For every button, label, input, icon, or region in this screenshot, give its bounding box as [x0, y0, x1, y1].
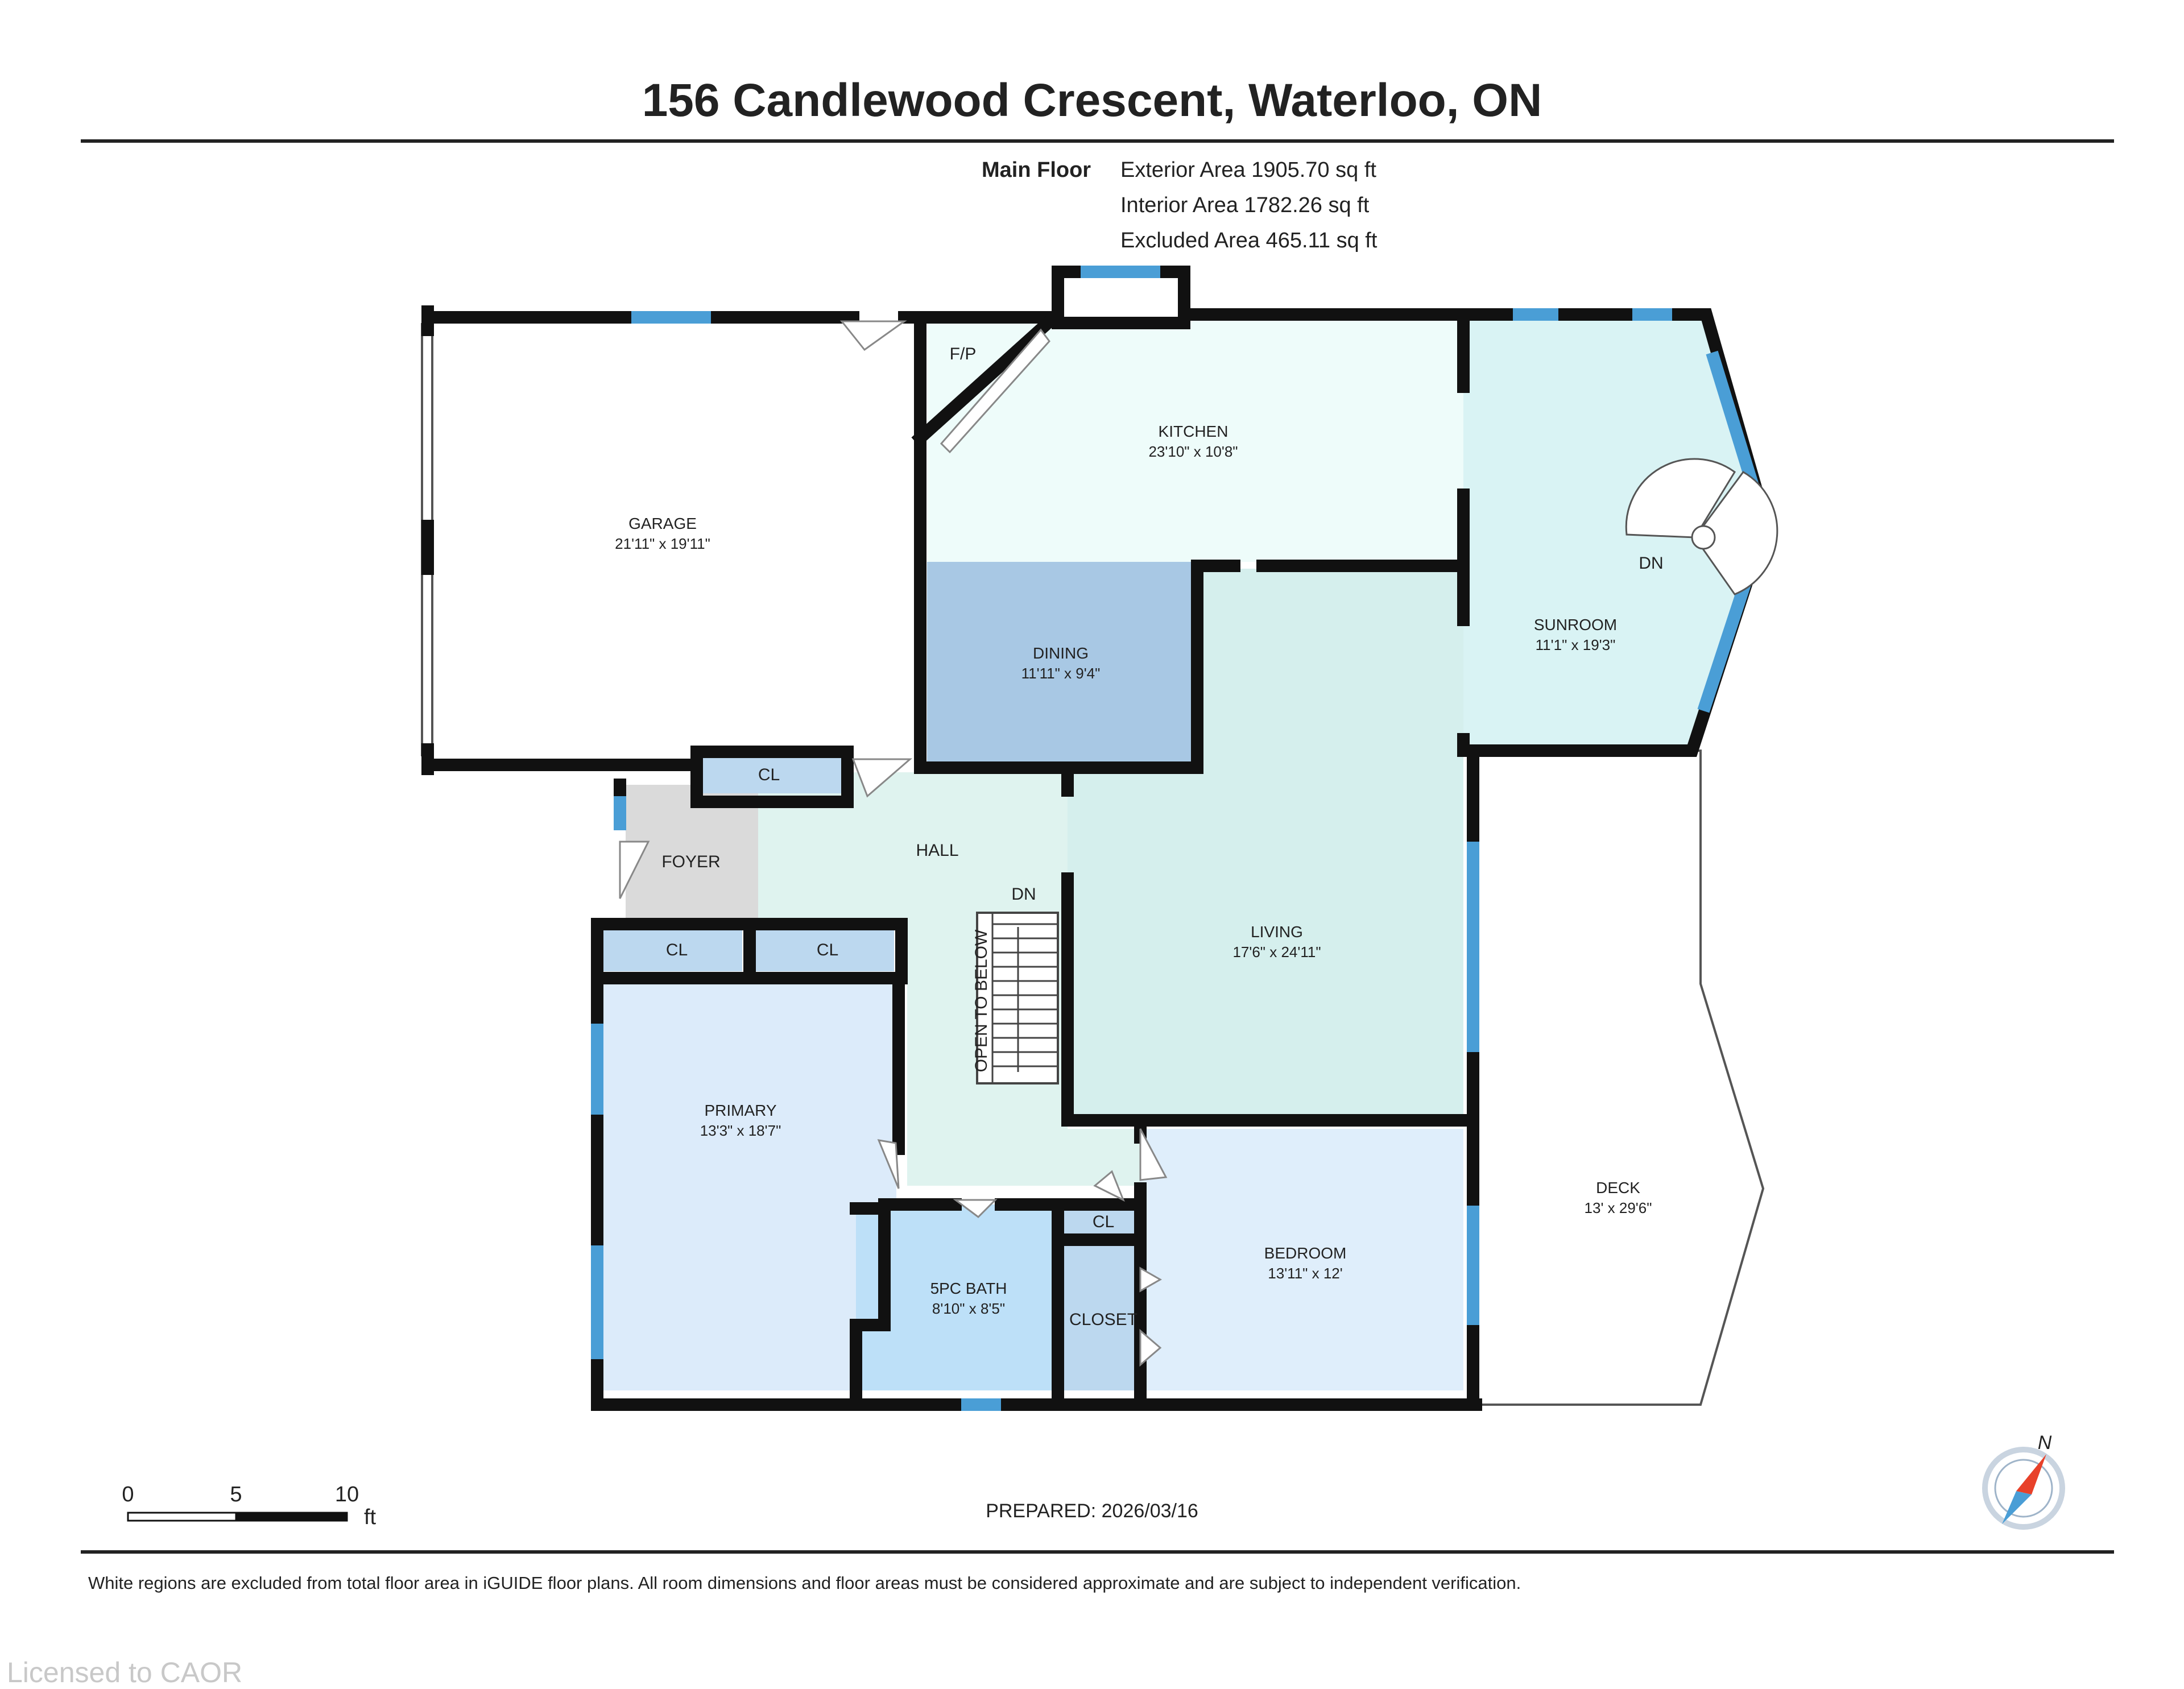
primary-door-swing	[877, 1139, 900, 1189]
bedroom-fill	[1140, 1129, 1463, 1390]
bath-door-swing	[953, 1199, 998, 1218]
cl-door-swing	[1093, 1170, 1125, 1202]
bedroom-dims: 13'11" x 12'	[1268, 1265, 1342, 1282]
closet-fill	[1062, 1237, 1136, 1390]
stair-treads	[991, 913, 1058, 1083]
kitchen-label: KITCHEN	[1159, 423, 1228, 440]
scale-seg-3	[289, 1512, 348, 1522]
deck-dims: 13' x 29'6"	[1585, 1199, 1652, 1216]
spiral-stair-lower	[1694, 471, 1778, 595]
bedroom-label: BEDROOM	[1264, 1244, 1347, 1262]
bay-frame	[1052, 266, 1190, 329]
compass-north-label: N	[2038, 1432, 2052, 1454]
spiral-stair	[1625, 458, 1778, 595]
closet-label: CLOSET	[1069, 1310, 1138, 1329]
garage-label: GARAGE	[628, 515, 697, 532]
hall-label: HALL	[916, 841, 958, 860]
garage-door-swing	[839, 320, 907, 351]
scale-unit: ft	[364, 1505, 377, 1529]
title-rule	[81, 139, 2114, 143]
dining-label: DINING	[1033, 644, 1089, 662]
watermark: Licensed to CAOR	[7, 1657, 243, 1688]
foyer-door-swing	[619, 841, 650, 899]
room-labels: GARAGE 21'11" x 19'11" KITCHEN 23'10" x …	[615, 345, 1664, 1329]
hall-dn-label: DN	[1011, 885, 1036, 904]
closet-wall	[1052, 1198, 1147, 1246]
fireplace-wall	[911, 315, 1056, 447]
dining-wall	[914, 560, 1203, 774]
primary-fill	[602, 977, 896, 1390]
compass-needle-north	[2016, 1454, 2046, 1495]
exterior-area: Exterior Area 1905.70 sq ft	[1120, 158, 1376, 182]
scale-tick-5: 5	[230, 1483, 242, 1506]
bedroom-door-swing	[1139, 1128, 1168, 1181]
dining-dims: 11'11" x 9'4"	[1021, 665, 1101, 682]
sunroom-label: SUNROOM	[1534, 616, 1617, 634]
closet-door-swing-1	[1139, 1266, 1163, 1293]
doors	[619, 320, 1168, 1367]
sunroom-fill	[1463, 314, 1766, 751]
walls	[421, 305, 1773, 1411]
primary-cl1-fill	[603, 927, 742, 971]
primary-cl2-fill	[751, 927, 894, 971]
living-fill	[1068, 569, 1463, 1117]
stairs: OPEN TO BELOW	[972, 912, 1059, 1084]
interior-area: Interior Area 1782.26 sq ft	[1120, 193, 1370, 217]
primary-label: PRIMARY	[704, 1102, 776, 1119]
footer-rule	[81, 1550, 2114, 1554]
closet-door-swing-2	[1139, 1328, 1162, 1367]
hall-door-swing	[851, 758, 913, 798]
kitchen-bay	[1052, 266, 1190, 329]
primary-cl1-label: CL	[666, 941, 688, 959]
floor-name: Main Floor	[982, 158, 1091, 182]
fireplace-hearth	[940, 328, 1050, 454]
compass-needle-south	[2002, 1491, 2032, 1524]
sunroom-dn-label: DN	[1639, 554, 1663, 573]
prepared-date: PREPARED: 2026/03/16	[986, 1500, 1198, 1522]
excluded-area: Excluded Area 465.11 sq ft	[1120, 229, 1378, 252]
living-bottom-wall	[1061, 872, 1479, 1127]
compass: N	[1982, 1432, 2065, 1530]
open-to-below-label: OPEN TO BELOW	[972, 929, 991, 1072]
deck-label: DECK	[1596, 1179, 1640, 1197]
primary-dims: 13'3" x 18'7"	[700, 1122, 781, 1139]
bath-wall	[850, 1202, 891, 1411]
primary-cl2-label: CL	[817, 941, 838, 959]
living-dims: 17'6" x 24'11"	[1232, 943, 1321, 961]
bedroom-cl-label: CL	[1093, 1212, 1114, 1231]
room-fills	[602, 314, 1766, 1390]
hall-cl-wall	[690, 746, 854, 808]
living-label: LIVING	[1251, 923, 1303, 941]
fireplace-label: F/P	[950, 345, 977, 363]
bath-label: 5PC BATH	[930, 1280, 1007, 1297]
fireplace	[940, 328, 1050, 454]
hall-cl-label: CL	[758, 765, 780, 784]
bath-dims: 8'10" x 8'5"	[932, 1300, 1005, 1317]
scale-bar: 0 5 10 ft	[122, 1483, 376, 1529]
scale-tick-0: 0	[122, 1483, 134, 1506]
scale-tick-10: 10	[335, 1483, 359, 1506]
spiral-stair-shape	[1625, 458, 1736, 539]
spiral-stair-center	[1691, 525, 1716, 550]
dining-fill	[927, 562, 1197, 767]
disclaimer: White regions are excluded from total fl…	[88, 1573, 1521, 1593]
sunroom-dims: 11'1" x 19'3"	[1536, 636, 1616, 653]
kitchen-dims: 23'10" x 10'8"	[1148, 443, 1238, 460]
deck-outline	[1473, 750, 1765, 1406]
garage-dims: 21'11" x 19'11"	[615, 535, 710, 552]
page-title: 156 Candlewood Crescent, Waterloo, ON	[642, 74, 1542, 126]
foyer-label: FOYER	[661, 852, 720, 871]
